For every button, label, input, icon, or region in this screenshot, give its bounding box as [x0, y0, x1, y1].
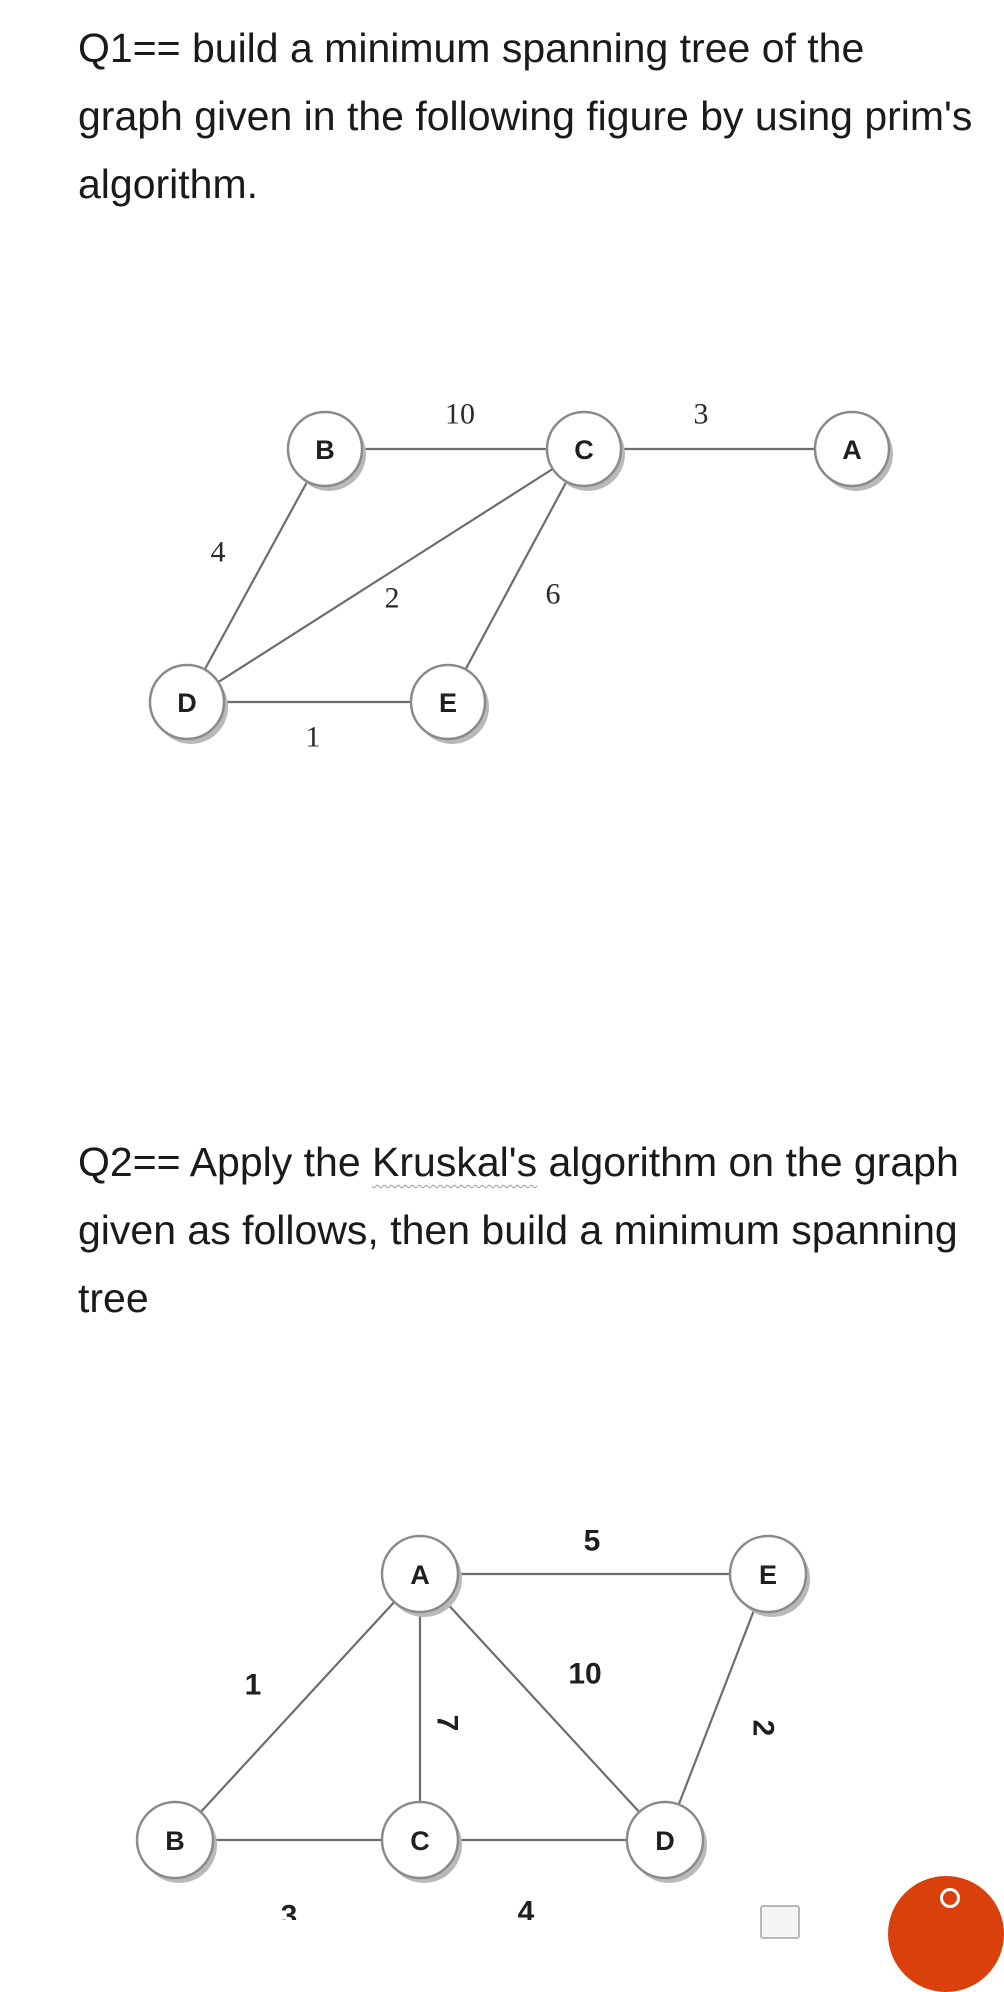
node-label-b: B: [315, 435, 335, 465]
edge-weight-b-a: 1: [245, 1669, 262, 1702]
node-label-d: D: [655, 1826, 675, 1856]
question-2-text: Q2== Apply the Kruskal's algorithm on th…: [78, 1128, 978, 1332]
node-label-c: C: [574, 435, 594, 465]
floating-action-button[interactable]: [888, 1876, 1004, 1992]
edge-b-a: [174, 1573, 421, 1841]
edge-d-e: [663, 1573, 770, 1841]
node-e: [728, 1534, 808, 1614]
node-e: [409, 663, 487, 741]
edge-c-e: [447, 448, 585, 703]
node-label-e: E: [439, 688, 457, 718]
node-label-a: A: [410, 1560, 430, 1590]
edge-weight-c-e: 6: [546, 578, 561, 611]
edge-d-c: [186, 448, 585, 703]
edge-weight-b-c: 10: [445, 398, 475, 431]
edge-a-d: [419, 1573, 666, 1841]
edge-weight-a-c: 7: [431, 1715, 464, 1732]
circle-icon: [940, 1888, 960, 1908]
node-d: [625, 1800, 705, 1880]
node-b: [135, 1800, 215, 1880]
question-2-text-end: algorithm on the graph given as follows,…: [78, 1139, 959, 1321]
prim-graph-figure: B C A D E 10 3 4 2 6 1: [148, 398, 893, 754]
node-label-c: C: [410, 1826, 430, 1856]
edge-d-b: [186, 448, 326, 703]
spellcheck-flagged-word[interactable]: Kruskal's: [372, 1139, 538, 1185]
edge-weight-c-a: 3: [694, 398, 709, 431]
node-c: [380, 1800, 460, 1880]
node-label-a: A: [842, 435, 862, 465]
node-c: [545, 410, 623, 488]
question-2-text-start: Q2== Apply the: [78, 1139, 373, 1185]
edge-weight-d-c: 2: [385, 582, 400, 615]
node-a: [380, 1534, 460, 1614]
edge-weight-a-d: 10: [568, 1658, 601, 1691]
square-icon[interactable]: [760, 1905, 800, 1939]
edge-weight-c-d: 4: [518, 1896, 535, 1921]
edge-weight-b-c: 3: [281, 1900, 298, 1921]
edge-weight-d-b: 4: [211, 536, 226, 569]
node-a: [813, 410, 891, 488]
node-label-b: B: [165, 1826, 185, 1856]
node-label-e: E: [759, 1560, 777, 1590]
question-1-text: Q1== build a minimum spanning tree of th…: [78, 25, 973, 207]
edge-weight-d-e: 1: [306, 721, 321, 754]
edge-weight-d-e: 2: [747, 1720, 780, 1737]
kruskal-graph-figure: A E B C D 5 1 7 10 2 3 4: [135, 1525, 810, 1921]
node-d: [148, 663, 226, 741]
node-label-d: D: [177, 688, 197, 718]
edge-weight-a-e: 5: [584, 1525, 601, 1558]
node-b: [286, 410, 364, 488]
